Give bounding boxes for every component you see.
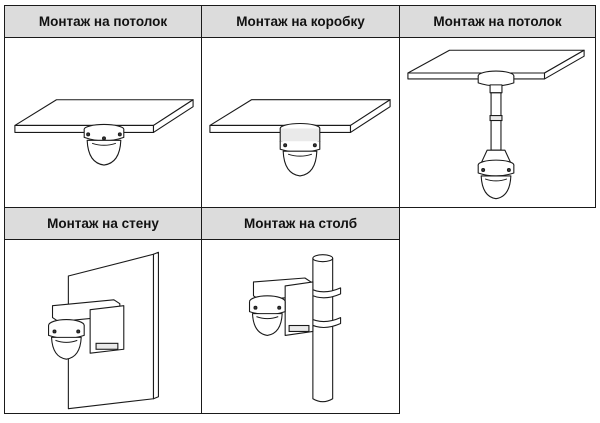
cell-title: Монтаж на столб — [202, 208, 399, 240]
cell-title: Монтаж на стену — [5, 208, 201, 240]
cell-title: Монтаж на потолок — [5, 6, 201, 38]
wall-mount-illustration — [5, 240, 201, 413]
cell-ceiling-mount: Монтаж на потолок — [4, 5, 202, 208]
cell-junction-box-mount: Монтаж на коробку — [201, 5, 400, 208]
cell-title: Монтаж на потолок — [400, 6, 595, 38]
cell-pole-mount: Монтаж на столб — [201, 207, 400, 414]
ceiling-mount-illustration — [5, 38, 201, 207]
cell-title: Монтаж на коробку — [202, 6, 399, 38]
junction-box-mount-illustration — [202, 38, 399, 207]
pendant-mount-illustration — [400, 38, 595, 207]
pole-mount-illustration — [202, 240, 399, 413]
cell-wall-mount: Монтаж на стену — [4, 207, 202, 414]
cell-pendant-ceiling-mount: Монтаж на потолок — [399, 5, 596, 208]
